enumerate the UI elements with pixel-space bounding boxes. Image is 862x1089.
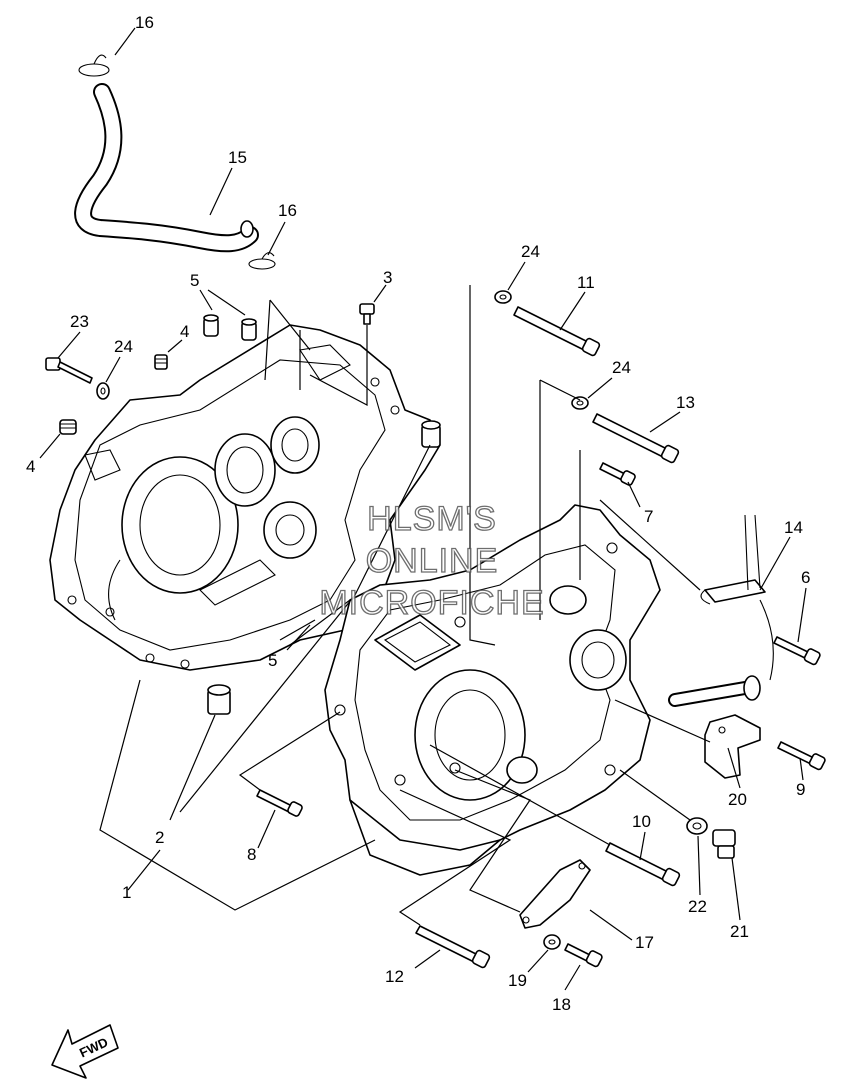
callout-16b: 16 <box>278 201 297 220</box>
hose-clamp[interactable] <box>700 514 774 681</box>
breather-hose[interactable] <box>74 83 259 253</box>
plug[interactable] <box>154 354 168 370</box>
dowel-pin[interactable] <box>203 314 219 337</box>
bolt-10[interactable] <box>605 842 681 887</box>
callout-5b: 5 <box>268 651 277 670</box>
washer-24[interactable] <box>96 382 110 400</box>
right-crankcase[interactable] <box>324 504 661 876</box>
callout-4b: 4 <box>26 457 35 476</box>
callout-23: 23 <box>70 312 89 331</box>
callout-9: 9 <box>796 780 805 799</box>
callout-1: 1 <box>122 883 131 902</box>
fwd-arrow-icon: FWD <box>51 1024 119 1079</box>
callout-5a: 5 <box>190 271 199 290</box>
hose-clip-upper[interactable] <box>78 54 110 77</box>
callout-12: 12 <box>385 967 404 986</box>
left-crankcase[interactable] <box>49 324 441 671</box>
callout-16a: 16 <box>135 13 154 32</box>
bolt-13[interactable] <box>592 413 680 464</box>
callout-6: 6 <box>801 568 810 587</box>
bolt-23[interactable] <box>45 357 93 384</box>
callout-22: 22 <box>688 897 707 916</box>
callout-13: 13 <box>676 393 695 412</box>
callout-11: 11 <box>577 273 595 292</box>
watermark-line3: MICROFICHE <box>319 584 544 622</box>
bolt-9[interactable] <box>777 741 826 771</box>
callout-24a: 24 <box>521 242 540 261</box>
watermark-line1: HLSM'S <box>367 500 497 538</box>
callout-8: 8 <box>247 845 256 864</box>
bolt-8[interactable] <box>256 789 303 817</box>
callout-17: 17 <box>635 933 654 952</box>
bolt-7[interactable] <box>599 462 636 486</box>
stopper-plate[interactable] <box>519 859 591 929</box>
callout-20: 20 <box>728 790 747 809</box>
watermark-line2: ONLINE <box>366 542 499 580</box>
callout-19: 19 <box>508 971 527 990</box>
callout-18: 18 <box>552 995 571 1014</box>
callout-4a: 4 <box>180 322 189 341</box>
dowel-pin[interactable] <box>421 420 441 448</box>
bracket[interactable] <box>704 714 761 779</box>
washer-19[interactable] <box>543 934 561 950</box>
dowel-pin[interactable] <box>241 318 257 341</box>
bolt-6[interactable] <box>773 636 821 666</box>
washer-24[interactable] <box>571 396 589 410</box>
callout-10: 10 <box>632 812 651 831</box>
bolt-12[interactable] <box>415 925 491 969</box>
bolt-11[interactable] <box>513 306 601 357</box>
plug[interactable] <box>59 419 77 435</box>
callout-15: 15 <box>228 148 247 167</box>
washer-24[interactable] <box>494 290 512 304</box>
callout-14: 14 <box>784 518 803 537</box>
bolt-3[interactable] <box>359 303 375 325</box>
callout-3: 3 <box>383 268 392 287</box>
callout-24b: 24 <box>114 337 133 356</box>
callout-24c: 24 <box>612 358 631 377</box>
callout-21: 21 <box>730 922 749 941</box>
drain-plug-21[interactable] <box>712 829 736 859</box>
callout-labels: 16 15 16 5 3 24 11 23 4 24 24 13 4 7 14 … <box>26 13 810 1014</box>
watermark: HLSM'S ONLINE MICROFICHE <box>319 499 545 622</box>
washer-22[interactable] <box>686 817 708 835</box>
leader-lines <box>39 27 807 991</box>
breather-tube[interactable] <box>668 675 761 707</box>
callout-7: 7 <box>644 507 653 526</box>
dowel-pin[interactable] <box>207 684 231 715</box>
hose-clip-lower[interactable] <box>248 252 276 270</box>
callout-2: 2 <box>155 828 164 847</box>
bolt-18[interactable] <box>564 943 603 968</box>
